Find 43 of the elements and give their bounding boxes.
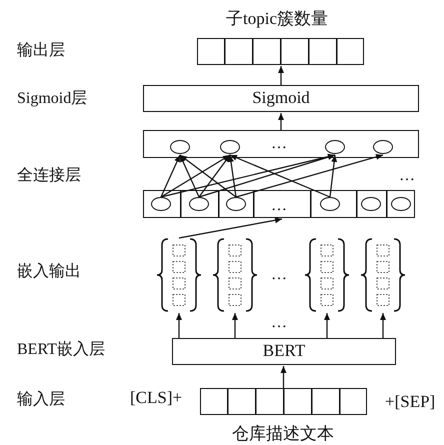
neuron-circle <box>390 196 410 210</box>
arrow <box>278 66 284 85</box>
neuron-circle <box>324 140 344 154</box>
neuron-circle <box>150 196 170 210</box>
layer-box: Sigmoid <box>143 85 419 112</box>
arrow <box>176 313 182 338</box>
arrow <box>278 113 284 130</box>
neuron-circle <box>226 196 246 210</box>
layer-label: 输出层 <box>17 41 65 61</box>
arrow <box>178 217 282 239</box>
ellipsis-mark: … <box>271 265 287 285</box>
arrow <box>380 313 386 338</box>
layer-box <box>143 190 415 218</box>
embedding-vector <box>156 238 202 312</box>
neuron-circle <box>360 196 380 210</box>
neuron-circle <box>320 196 340 210</box>
neuron-circle <box>188 196 208 210</box>
layer-label: 全连接层 <box>17 166 81 186</box>
layer-label: Sigmoid层 <box>17 89 88 109</box>
arrow <box>324 313 330 338</box>
ellipsis-mark: … <box>271 134 287 154</box>
input-array <box>200 388 367 415</box>
neuron-circle <box>372 140 392 154</box>
neuron-circle <box>220 140 240 154</box>
output-array <box>197 38 364 65</box>
embedding-vector <box>212 238 258 312</box>
neuron-circle <box>170 140 190 154</box>
caption-text: +[SEP] <box>385 392 436 412</box>
arrow <box>232 313 238 338</box>
embedding-vector <box>304 238 350 312</box>
layer-label: BERT嵌入层 <box>17 340 105 360</box>
embedding-vector <box>360 238 406 312</box>
caption-text: 子topic簇数量 <box>226 9 328 29</box>
layer-box <box>143 130 419 158</box>
caption-text: 仓库描述文本 <box>232 424 334 444</box>
arrow <box>280 366 286 388</box>
bert-box: BERT <box>172 338 396 365</box>
layer-label: 嵌入输出 <box>17 262 81 282</box>
ellipsis-mark: … <box>399 166 415 186</box>
layer-label: 输入层 <box>17 390 65 410</box>
caption-text: [CLS]+ <box>130 388 182 408</box>
ellipsis-mark: … <box>271 196 287 216</box>
ellipsis-mark: … <box>271 313 287 333</box>
